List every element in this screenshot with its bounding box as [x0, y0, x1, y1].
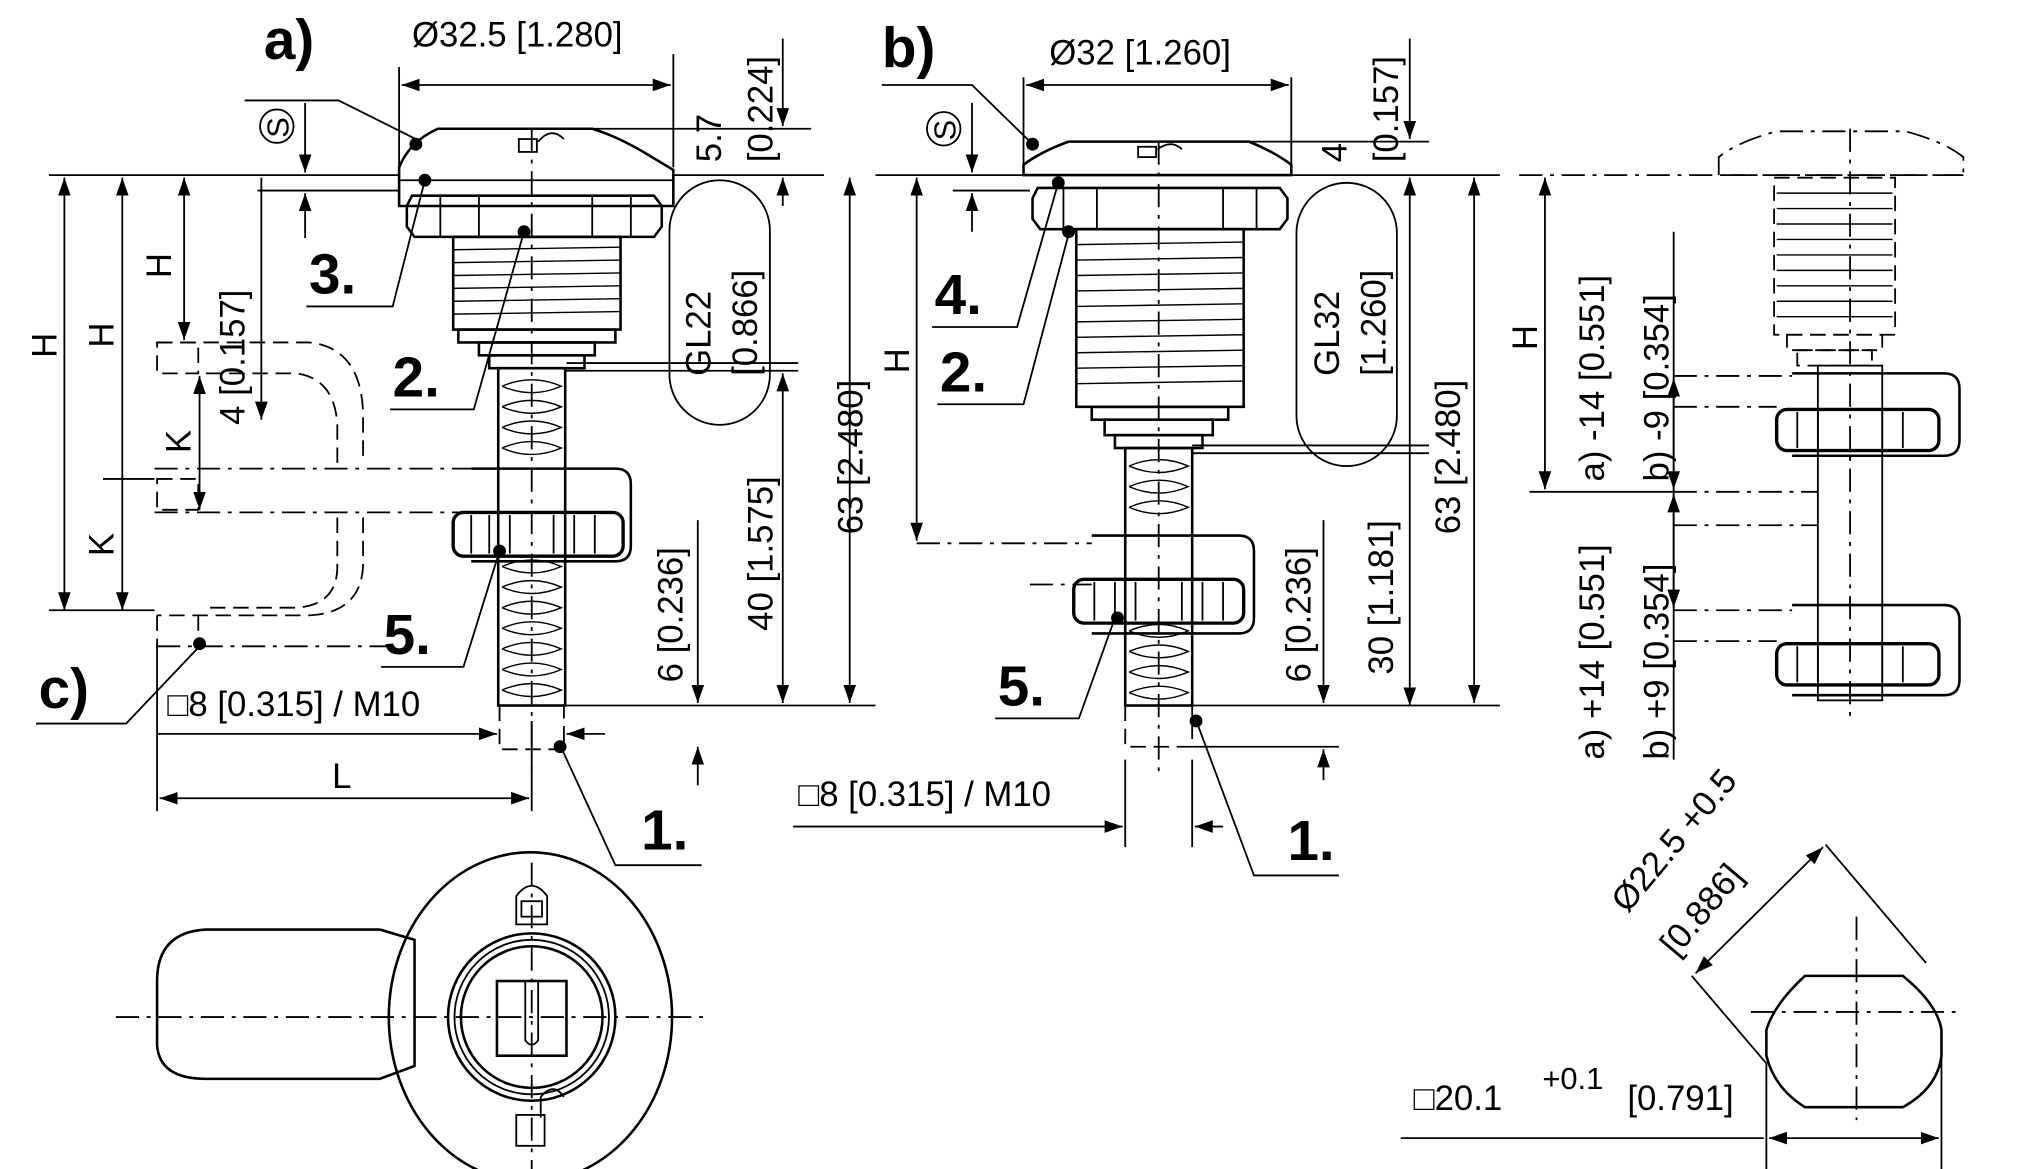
- b-threaded-body: [1075, 227, 1245, 409]
- top-view-flange: [387, 851, 674, 1169]
- a-head: [397, 127, 675, 208]
- b-thread-spec: GL32: [1309, 291, 1347, 376]
- b-knurled-nut: [1072, 577, 1246, 625]
- callout-a-5: 5.: [384, 604, 431, 667]
- a-length-body: 40 [1.575]: [742, 476, 780, 631]
- s-mark-circle: [259, 108, 295, 144]
- a-thread-spec-in: [0.866]: [727, 270, 765, 376]
- c-alt-cam-upper: [157, 341, 364, 464]
- adj-knurled-nut-lower: [1774, 642, 1941, 687]
- s-mark: S: [260, 117, 295, 138]
- a-k-upper: K: [161, 430, 199, 453]
- b-head-height: 4: [1317, 143, 1355, 162]
- a-cam: [471, 467, 633, 563]
- adj-minus-a: a) -14 [0.551]: [1574, 275, 1612, 482]
- callout-a-3: 3.: [309, 244, 356, 307]
- leader-a: [244, 99, 417, 140]
- adj-body: [1773, 176, 1897, 336]
- lock-icon-open: [515, 1114, 546, 1147]
- a-threaded-body: [451, 235, 622, 331]
- b-thread-capsule: [1295, 181, 1398, 467]
- b-length-body: 30 [1.181]: [1363, 520, 1401, 675]
- b-thread-spec-in: [1.260]: [1355, 270, 1393, 376]
- a-cam-length: L: [332, 758, 351, 796]
- view-a: a) Ø32.5 [1.280] 5.7 [0.224] S: [27, 9, 876, 867]
- adj-plus-a: a) +14 [0.551]: [1574, 544, 1612, 759]
- adj-h: H: [1507, 325, 1545, 350]
- variant-c-label: c): [39, 658, 89, 721]
- cutout-view: Ø22.5 +0.5 [0.886] □20.1 +0.1 [0.791]: [1400, 762, 1957, 1169]
- a-h-inner: H: [141, 253, 179, 278]
- b-nut: [1031, 186, 1289, 231]
- callout-b-5: 5.: [998, 656, 1045, 719]
- b-tip-length: 6 [0.236]: [1281, 547, 1319, 682]
- adj-minus-b: b) -9 [0.354]: [1639, 294, 1677, 481]
- callout-b-1: 1.: [1287, 810, 1334, 873]
- adj-plus-b: b) +9 [0.354]: [1639, 563, 1677, 759]
- variant-a-label: a): [264, 9, 314, 72]
- a-head-height-in: [0.224]: [742, 56, 780, 162]
- b-head: [1022, 140, 1293, 177]
- a-knurled-nut: [451, 510, 625, 558]
- adj-cam-upper: [1792, 372, 1961, 458]
- panel-cutout: [1765, 974, 1943, 1109]
- cutout-square-tol: +0.1: [1542, 1061, 1603, 1096]
- callout-b-4: 4.: [935, 264, 982, 327]
- a-shaft: [496, 366, 567, 707]
- a-head-diameter: Ø32.5 [1.280]: [412, 16, 623, 54]
- cutout-square: □20.1: [1414, 1080, 1503, 1118]
- b-s-mark: S: [927, 120, 962, 141]
- a-tip-length: 6 [0.236]: [652, 547, 690, 682]
- a-thread-spec: GL22: [681, 291, 719, 376]
- callout-a-1: 1.: [641, 800, 688, 863]
- adj-cam-lower: [1792, 603, 1961, 697]
- variant-b-label: b): [882, 17, 935, 80]
- a-nut: [405, 194, 664, 239]
- b-square-drive: □8 [0.315] / M10: [798, 776, 1051, 814]
- a-h-outer: H: [27, 333, 65, 358]
- a-thread-capsule: [668, 179, 771, 426]
- a-head-height: 5.7: [691, 114, 729, 162]
- cutout-square-in: [0.791]: [1627, 1080, 1733, 1118]
- a-panel-offset: 4 [0.157]: [215, 290, 253, 425]
- a-length-total: 63 [2.480]: [833, 380, 871, 535]
- b-cam: [1091, 534, 1256, 635]
- b-length-total: 63 [2.480]: [1430, 380, 1468, 535]
- a-h-middle: H: [83, 323, 121, 348]
- b-h: H: [879, 348, 917, 373]
- lock-icon-closed: [515, 884, 549, 926]
- b-head-height-in: [0.157]: [1368, 56, 1406, 162]
- b-head-diameter: Ø32 [1.260]: [1049, 34, 1231, 72]
- top-view: [115, 851, 709, 1169]
- view-b: b) Ø32 [1.260] 4 [0.157] S: [793, 17, 1500, 877]
- top-view-cam: [155, 928, 416, 1081]
- a-square-drive: □8 [0.315] / M10: [167, 686, 420, 724]
- adjustment-view: H a) -14 [0.551] b) -9 [0.354] a) +14 [0…: [1507, 128, 1965, 760]
- adj-knurled-nut-upper: [1774, 407, 1941, 453]
- callout-b-2: 2.: [940, 341, 987, 404]
- a-k-lower: K: [83, 533, 121, 556]
- callout-a-2: 2.: [393, 347, 440, 410]
